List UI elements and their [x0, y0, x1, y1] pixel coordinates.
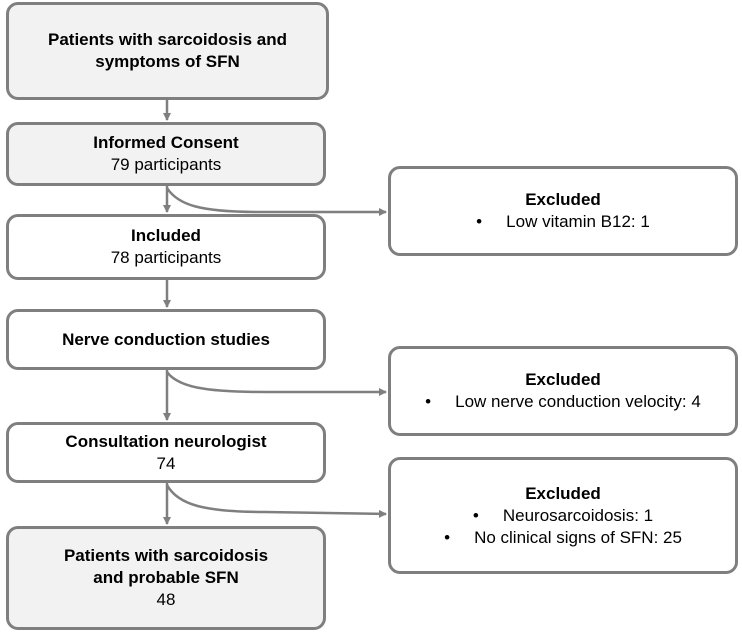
- start-title-line2: symptoms of SFN: [95, 52, 240, 71]
- ncs-title: Nerve conduction studies: [62, 329, 270, 349]
- exclusion-2-list: •Low nerve conduction velocity: 4: [425, 391, 701, 413]
- exclusion-box-2: Excluded •Low nerve conduction velocity:…: [388, 346, 738, 436]
- included-box: Included 78 participants: [6, 214, 326, 280]
- arrow-to-exclusion-1: [165, 187, 387, 216]
- bullet-icon: •: [425, 392, 432, 411]
- exclusion-box-1: Excluded •Low vitamin B12: 1: [388, 166, 738, 256]
- exclusion-3-item-1: •Neurosarcoidosis: 1: [472, 505, 654, 525]
- start-title-line1: Patients with sarcoidosis and: [47, 30, 287, 49]
- exclusion-2-item: •Low nerve conduction velocity: 4: [425, 392, 701, 411]
- included-title: Included: [131, 226, 201, 245]
- final-title-line1: Patients with sarcoidosis: [63, 546, 269, 565]
- arrow-to-exclusion-3: [165, 484, 387, 518]
- bullet-icon: •: [444, 527, 451, 547]
- final-box: Patients with sarcoidosis and probable S…: [6, 526, 326, 630]
- neuro-count: 74: [156, 453, 176, 473]
- ncs-box: Nerve conduction studies: [6, 309, 326, 370]
- exclusion-3-title: Excluded: [525, 483, 601, 503]
- final-title-line2: and probable SFN: [93, 568, 239, 587]
- bullet-icon: •: [472, 505, 479, 525]
- exclusion-1-title: Excluded: [525, 190, 601, 209]
- exclusion-2-title: Excluded: [525, 370, 601, 389]
- start-box: Patients with sarcoidosis and symptoms o…: [6, 2, 329, 100]
- exclusion-box-3: Excluded •Neurosarcoidosis: 1 •No clinic…: [388, 457, 738, 574]
- exclusion-1-item: •Low vitamin B12: 1: [476, 212, 650, 231]
- neuro-title: Consultation neurologist: [65, 431, 267, 451]
- neuro-box: Consultation neurologist 74: [6, 422, 326, 483]
- final-count: 48: [156, 590, 176, 609]
- exclusion-1-list: •Low vitamin B12: 1: [476, 211, 650, 233]
- exclusion-3-list: •Neurosarcoidosis: 1 •No clinical signs …: [444, 505, 682, 549]
- consent-title: Informed Consent: [93, 133, 239, 152]
- included-count: 78 participants: [110, 248, 222, 267]
- bullet-icon: •: [476, 212, 483, 231]
- consent-count: 79 participants: [110, 155, 222, 174]
- arrow-to-exclusion-2: [165, 371, 387, 396]
- exclusion-3-item-2: •No clinical signs of SFN: 25: [444, 527, 682, 547]
- consent-box: Informed Consent 79 participants: [6, 122, 326, 186]
